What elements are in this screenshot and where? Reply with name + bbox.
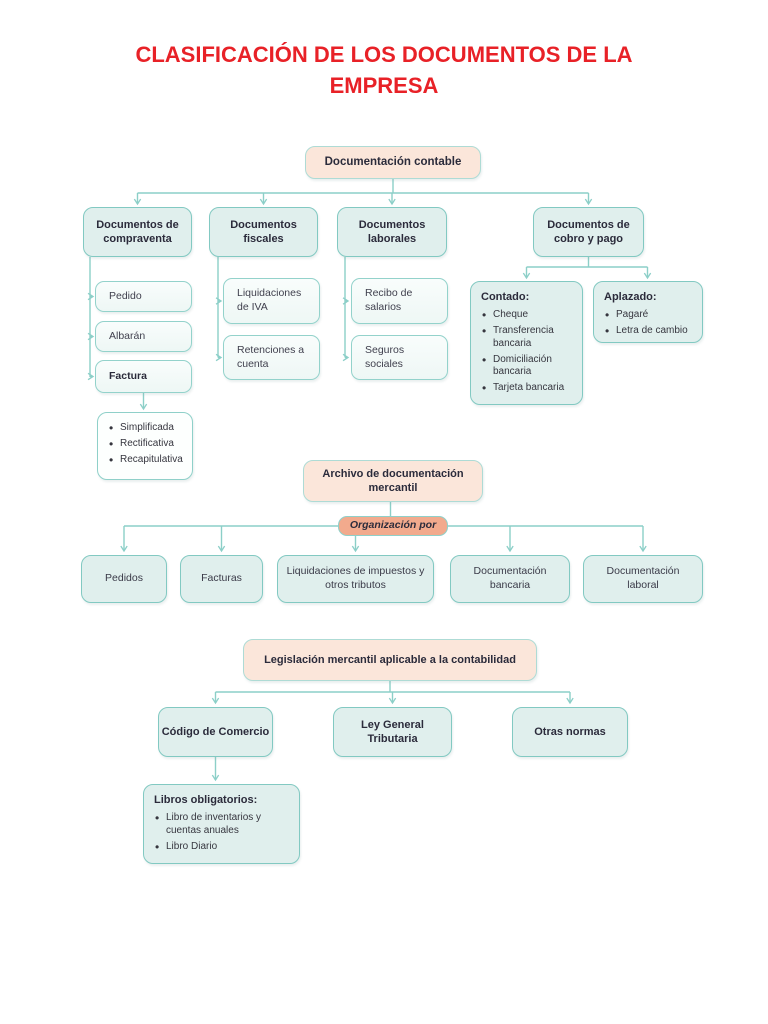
box-ley-general-tributaria: Ley General Tributaria [333,707,452,757]
list-item-label: Libro Diario [166,840,218,852]
box-documentos-fiscales: Documentos fiscales [209,207,318,257]
list-item-label: Transferencia bancaria [493,325,554,349]
list-item-label: Rectificativa [120,437,174,449]
list-item: Transferencia bancaria [481,324,574,351]
list-item-label: Tarjeta bancaria [493,382,565,394]
box-factura: Factura [95,360,192,393]
box-aplazado: Aplazado: Pagaré Letra de cambio [593,281,703,343]
list-item-label: Simplificada [120,422,174,433]
box-documentacion-laboral: Documentación laboral [583,555,703,603]
list-item: Cheque [481,308,574,323]
box-retenciones-cuenta: Retenciones a cuenta [223,335,320,380]
box-legislacion-mercantil: Legislación mercantil aplicable a la con… [243,639,537,681]
box-facturas: Facturas [180,555,263,603]
box-documentos-laborales: Documentos laborales [337,207,447,257]
box-libros-obligatorios: Libros obligatorios: Libro de inventario… [143,784,300,864]
box-factura-tipos: Simplificada Rectificativa Recapitulativ… [97,412,193,480]
list-item: Tarjeta bancaria [481,381,574,396]
box-recibo-salarios: Recibo de salarios [351,278,448,324]
box-documentos-compraventa: Documentos de compraventa [83,207,192,257]
box-pedido: Pedido [95,281,192,312]
list-item: Pagaré [604,308,688,323]
box-pedidos: Pedidos [81,555,167,603]
aplazado-title: Aplazado: [604,291,657,303]
box-codigo-comercio: Código de Comercio [158,707,273,757]
list-item-label: Pagaré [616,309,649,321]
box-liquidaciones-iva: Liquidaciones de IVA [223,278,320,324]
box-documentos-cobro-pago: Documentos de cobro y pago [533,207,644,257]
box-albaran: Albarán [95,321,192,352]
list-item: Domiciliación bancaria [481,353,574,380]
box-contado: Contado: Cheque Transferencia bancaria D… [470,281,583,405]
libros-obligatorios-title: Libros obligatorios: [154,794,258,806]
list-item: Libro Diario [154,840,291,855]
list-item-label: Domiciliación bancaria [493,353,552,378]
list-item: Rectificativa [108,437,183,452]
list-item: Recapitulativa [108,453,183,468]
list-item: Letra de cambio [604,324,688,339]
box-archivo-mercantil: Archivo de documentación mercantil [303,460,483,502]
list-item-label: Letra de cambio [616,325,688,337]
box-documentacion-bancaria: Documentación bancaria [450,555,570,603]
box-seguros-sociales: Seguros sociales [351,335,448,380]
list-item-label: Recapitulativa [120,453,183,465]
list-item: Libro de inventarios y cuentas anuales [154,811,291,838]
box-otras-normas: Otras normas [512,707,628,757]
page-title: CLASIFICACIÓN DE LOS DOCUMENTOS DE LA EM… [135,42,633,98]
box-liquidaciones-impuestos: Liquidaciones de impuestos y otros tribu… [277,555,434,603]
list-item-label: Cheque [493,309,529,321]
contado-title: Contado: [481,291,530,303]
box-documentacion-contable: Documentación contable [305,146,481,179]
label-organizacion-por: Organización por [338,516,448,536]
list-item-label: Libro de inventarios y cuentas anuales [166,812,262,837]
list-item: Simplificada [108,421,183,436]
